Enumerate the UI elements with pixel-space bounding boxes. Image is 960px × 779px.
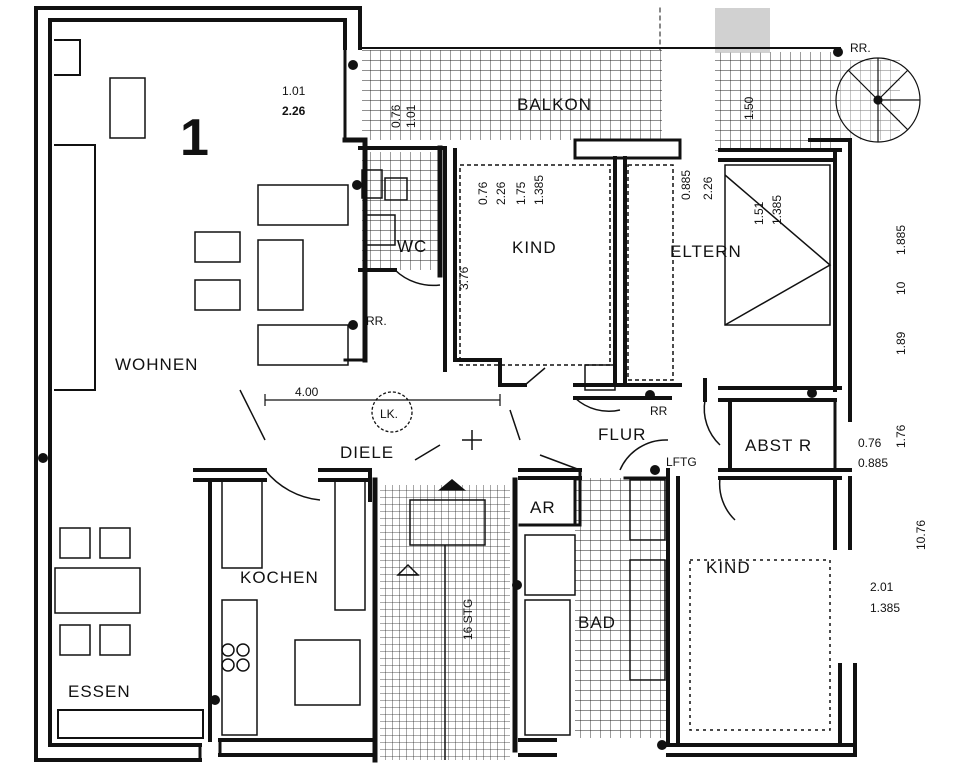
unit-number: 1 [180,109,209,167]
rr-label-low: RR [650,404,668,418]
room-label-kind-bottom: KIND [706,558,751,577]
room-label-wohnen: WOHNEN [115,355,198,374]
dim-kind-d: 1.385 [532,175,546,205]
room-label-wc: WC [397,237,427,256]
dim-eltern-a: 0.885 [679,170,693,200]
dim-diele-width: 4.00 [295,385,319,399]
dim-eltern-c: 1.51 [752,201,766,225]
dim-balkon-height: 1.50 [742,96,756,120]
dim-eltern-b: 2.26 [701,176,715,200]
dim-right-1076: 10.76 [914,520,928,550]
room-label-abstr: ABST R [745,436,812,455]
dim-wc-a: 0.76 [389,104,403,128]
dim-wohnen-a: 1.01 [282,84,306,98]
cross-mark [462,430,482,450]
dim-kind2-a: 2.01 [870,580,894,594]
stair-label: 16 STG [461,599,475,640]
dim-kind-b: 2.26 [494,181,508,205]
dim-abstr-b: 0.885 [858,456,888,470]
dim-right-176: 1.76 [894,424,908,448]
furniture [54,77,832,736]
dim-kind-height: 3.76 [457,266,471,290]
dim-right-10: 10 [894,281,908,295]
stair [396,479,486,760]
room-label-kind-top: KIND [512,238,557,257]
rr-label-top: RR. [850,41,871,55]
dim-eltern-d: 1.385 [770,195,784,225]
room-label-ar: AR [530,498,556,517]
lk-circle [371,391,413,433]
dim-wohnen-b: 2.26 [282,104,306,118]
room-label-eltern: ELTERN [670,242,742,261]
column-dots [38,47,843,750]
wc-tiles [362,152,440,270]
room-label-diele: DIELE [340,443,394,462]
spiral-stair [835,57,921,143]
room-label-flur: FLUR [598,425,646,444]
bath-tiles [575,478,667,738]
walls [34,6,857,763]
room-label-essen: ESSEN [68,682,131,701]
lftg-label: LFTG [666,455,697,469]
door-swings [239,269,736,521]
room-label-kochen: KOCHEN [240,568,319,587]
dimension-line-diele [264,394,501,406]
room-label-balkon: BALKON [517,95,592,114]
lk-label: LK. [380,407,398,421]
room-label-bad: BAD [578,613,616,632]
dim-kind-a: 0.76 [476,181,490,205]
dim-right-1885: 1.885 [894,225,908,255]
dim-abstr-a: 0.76 [858,436,882,450]
dim-kind2-b: 1.385 [870,601,900,615]
dim-right-189: 1.89 [894,331,908,355]
balcony-tiles [362,8,900,152]
rr-label-mid: RR. [366,314,387,328]
dim-wc-b: 1.01 [404,104,418,128]
dim-kind-c: 1.75 [514,181,528,205]
